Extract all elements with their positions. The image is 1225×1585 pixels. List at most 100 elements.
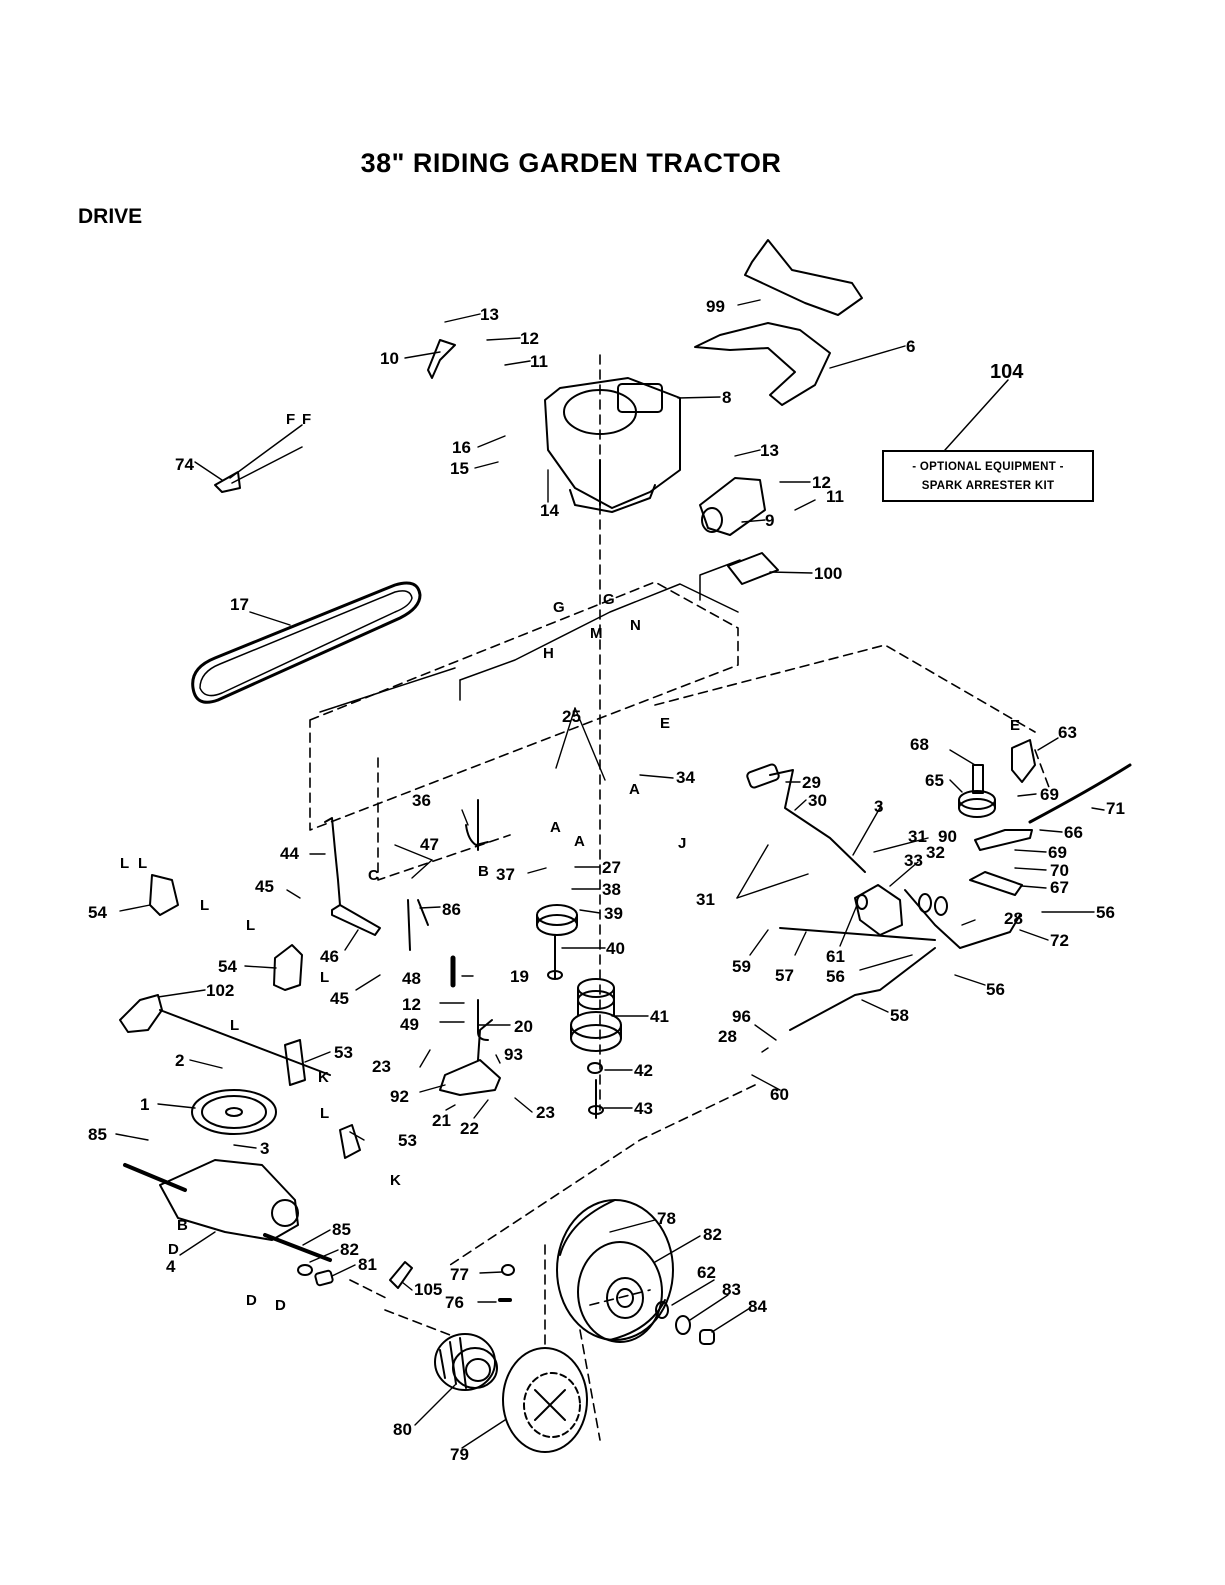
washer-62 bbox=[655, 1301, 669, 1319]
pulley-65 bbox=[958, 790, 996, 818]
callout-36: 36 bbox=[412, 791, 431, 810]
callout-90: 90 bbox=[938, 827, 957, 846]
ref-letter-l3: L bbox=[200, 897, 209, 914]
ref-letter-d2: D bbox=[246, 1292, 257, 1309]
muffler-9 bbox=[699, 477, 766, 536]
callout-68: 68 bbox=[910, 735, 929, 754]
callout-80: 80 bbox=[393, 1420, 412, 1439]
rod-58 bbox=[789, 947, 936, 1031]
callout-33: 33 bbox=[904, 851, 923, 870]
pulley-41 bbox=[570, 978, 622, 1052]
heat-shield-99 bbox=[744, 239, 863, 316]
callout-41: 41 bbox=[650, 1007, 669, 1026]
callout-93: 93 bbox=[504, 1045, 523, 1064]
callout-11-top: 11 bbox=[530, 352, 548, 371]
screw-77 bbox=[501, 1264, 515, 1276]
rod-57 bbox=[779, 927, 936, 941]
callout-54-top: 54 bbox=[88, 903, 107, 922]
callout-54-mid: 54 bbox=[218, 957, 237, 976]
callout-12-top: 12 bbox=[520, 329, 539, 348]
callout-44: 44 bbox=[280, 844, 299, 863]
decal-100 bbox=[727, 552, 779, 585]
bolt-105 bbox=[389, 1261, 413, 1289]
callout-77: 77 bbox=[450, 1265, 469, 1284]
callout-39: 39 bbox=[604, 904, 623, 923]
callout-48: 48 bbox=[402, 969, 421, 988]
callout-65: 65 bbox=[925, 771, 944, 790]
callout-81: 81 bbox=[358, 1255, 377, 1274]
callout-105: 105 bbox=[414, 1280, 442, 1299]
callout-28-right: 28 bbox=[1004, 909, 1023, 928]
callout-60: 60 bbox=[770, 1085, 789, 1104]
ref-letter-g1: G bbox=[553, 599, 565, 616]
callout-59: 59 bbox=[732, 957, 751, 976]
engine-shield-6 bbox=[694, 322, 831, 406]
callout-47: 47 bbox=[420, 835, 439, 854]
callout-12-low: 12 bbox=[402, 995, 421, 1014]
bracket-53a bbox=[284, 1039, 306, 1086]
callout-62: 62 bbox=[697, 1263, 716, 1282]
bracket-36 bbox=[465, 799, 489, 851]
ref-letter-l2: L bbox=[138, 855, 147, 872]
bolt-43 bbox=[588, 1079, 604, 1119]
optional-equipment-label: - OPTIONAL EQUIPMENT - bbox=[912, 461, 1064, 473]
bolt-40 bbox=[547, 934, 563, 980]
callout-66: 66 bbox=[1064, 823, 1083, 842]
callout-85-left: 85 bbox=[88, 1125, 107, 1144]
callout-58: 58 bbox=[890, 1006, 909, 1025]
callout-4: 4 bbox=[166, 1257, 176, 1276]
engine-8 bbox=[544, 377, 681, 513]
callout-61: 61 bbox=[826, 947, 845, 966]
callout-38: 38 bbox=[602, 880, 621, 899]
callout-20: 20 bbox=[514, 1017, 533, 1036]
callout-28-left: 28 bbox=[718, 1027, 737, 1046]
callout-45-mid: 45 bbox=[330, 989, 349, 1008]
callout-23-left: 23 bbox=[372, 1057, 391, 1076]
ref-letter-l4: L bbox=[246, 917, 255, 934]
callout-15: 15 bbox=[450, 459, 469, 478]
frame-plate bbox=[319, 559, 741, 713]
wheel-78 bbox=[556, 1199, 674, 1343]
callout-45-top: 45 bbox=[255, 877, 274, 896]
optional-equipment-box: - OPTIONAL EQUIPMENT - SPARK ARRESTER KI… bbox=[882, 450, 1094, 502]
lever-44 bbox=[324, 817, 341, 906]
ref-letter-f2: F bbox=[302, 411, 311, 428]
arrester-kit-pointer bbox=[944, 379, 1009, 451]
ref-letter-k2: K bbox=[390, 1172, 401, 1189]
callout-53-bottom: 53 bbox=[398, 1131, 417, 1150]
ref-letter-c: C bbox=[368, 867, 379, 884]
callout-40: 40 bbox=[606, 939, 625, 958]
idler-arm-67 bbox=[969, 871, 1023, 896]
callout-22: 22 bbox=[460, 1119, 479, 1138]
callout-53-top: 53 bbox=[334, 1043, 353, 1062]
callout-69-top: 69 bbox=[1040, 785, 1059, 804]
ref-letter-l5: L bbox=[320, 969, 329, 986]
idler-bracket-93 bbox=[439, 1019, 501, 1096]
ref-letter-m: M bbox=[590, 625, 603, 642]
callout-32: 32 bbox=[926, 843, 945, 862]
callout-1: 1 bbox=[140, 1095, 149, 1114]
callout-84: 84 bbox=[748, 1297, 767, 1316]
ref-letter-j: J bbox=[678, 835, 686, 852]
callout-72: 72 bbox=[1050, 931, 1069, 950]
ref-letter-b1: B bbox=[478, 863, 489, 880]
callout-92: 92 bbox=[390, 1087, 409, 1106]
callout-82-left: 82 bbox=[340, 1240, 359, 1259]
transaxle-4 bbox=[123, 1159, 332, 1262]
ref-letter-b2: B bbox=[177, 1217, 188, 1234]
callout-13-top: 13 bbox=[480, 305, 499, 324]
bracket-63 bbox=[1011, 739, 1036, 783]
throttle-lever-10 bbox=[427, 339, 456, 379]
callout-14: 14 bbox=[540, 501, 559, 520]
callout-96: 96 bbox=[732, 1007, 751, 1026]
callout-56-low: 56 bbox=[986, 980, 1005, 999]
ref-letter-a3: A bbox=[574, 833, 585, 850]
callout-leaders bbox=[115, 299, 1105, 1449]
callout-2: 2 bbox=[175, 1051, 184, 1070]
callout-31-bottom: 31 bbox=[696, 890, 715, 909]
callout-67: 67 bbox=[1050, 878, 1069, 897]
callout-79: 79 bbox=[450, 1445, 469, 1464]
cap-84 bbox=[699, 1329, 715, 1345]
callout-63: 63 bbox=[1058, 723, 1077, 742]
